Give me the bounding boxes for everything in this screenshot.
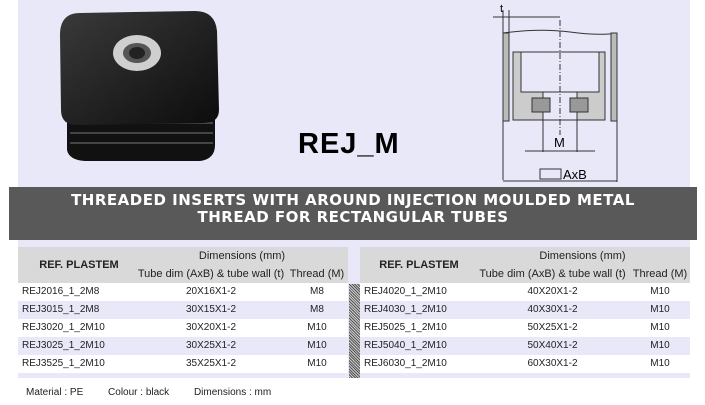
banner-line-2: THREAD FOR RECTANGULAR TUBES	[197, 208, 509, 226]
tube-cell: 50X40X1-2	[527, 340, 578, 351]
footer-info: Material : PE Colour : black Dimensions …	[26, 387, 293, 398]
thread-cell: M10	[650, 340, 670, 351]
thread-cell: M10	[650, 322, 670, 333]
table-row: REJ3015_1_2M8 30X15X1-2 M8	[18, 301, 348, 319]
ref-header: REF. PLASTEM	[379, 259, 459, 271]
product-code-title: REJ_M	[298, 128, 400, 160]
ref-cell: REJ3015_1_2M8	[22, 304, 100, 315]
thread-cell: M8	[310, 286, 324, 297]
ref-cell: REJ2016_1_2M8	[22, 286, 100, 297]
dimensions-header: Dimensions (mm)	[198, 250, 286, 262]
table-row: REJ3025_1_2M10 30X25X1-2 M10	[18, 337, 348, 355]
table-row: REJ6030_1_2M10 60X30X1-2 M10	[360, 355, 690, 373]
tube-cell: 30X25X1-2	[185, 340, 237, 351]
table-row: REJ4020_1_2M10 40X20X1-2 M10	[360, 283, 690, 301]
ref-cell: REJ6030_1_2M10	[364, 358, 447, 369]
table-row: REJ3525_1_2M10 35X25X1-2 M10	[18, 355, 348, 373]
material-text: Material : PE	[26, 387, 84, 398]
ref-cell: REJ4020_1_2M10	[364, 286, 447, 297]
table-row: REJ2016_1_2M8 20X16X1-2 M8	[18, 283, 348, 301]
ref-cell: REJ5040_1_2M10	[364, 340, 447, 351]
ref-cell: REJ3025_1_2M10	[22, 340, 105, 351]
product-photo	[60, 11, 219, 161]
thread-header: Thread (M)	[632, 268, 688, 280]
thread-cell: M10	[650, 286, 670, 297]
table-body: REJ4020_1_2M10 40X20X1-2 M10 REJ4030_1_2…	[360, 283, 690, 373]
colour-text: Colour : black	[108, 387, 170, 398]
thread-header: Thread (M)	[289, 268, 345, 280]
title-banner: THREADED INSERTS WITH AROUND INJECTION M…	[9, 187, 697, 240]
tube-cell: 40X30X1-2	[527, 304, 578, 315]
tube-cell: 60X30X1-2	[527, 358, 578, 369]
table-header: REF. PLASTEM Dimensions (mm) Tube dim (A…	[18, 247, 348, 283]
thread-cell: M10	[307, 322, 327, 333]
m-label: M	[554, 135, 565, 150]
table-row: REJ4030_1_2M10 40X30X1-2 M10	[360, 301, 690, 319]
ref-cell: REJ3020_1_2M10	[22, 322, 105, 333]
t-label: t	[500, 3, 503, 15]
axb-label: AxB	[563, 167, 587, 182]
tube-cell: 40X20X1-2	[527, 286, 578, 297]
banner-line-1: THREADED INSERTS WITH AROUND INJECTION M…	[71, 191, 635, 209]
tube-header: Tube dim (AxB) & tube wall (t)	[479, 268, 626, 280]
table-row: REJ5040_1_2M10 50X40X1-2 M10	[360, 337, 690, 355]
table-header: REF. PLASTEM Dimensions (mm) Tube dim (A…	[360, 247, 690, 283]
thread-cell: M10	[650, 304, 670, 315]
thread-cell: M10	[307, 340, 327, 351]
tube-cell: 50X25X1-2	[527, 322, 578, 333]
tube-header: Tube dim (AxB) & tube wall (t)	[137, 268, 285, 280]
product-table-left: REF. PLASTEM Dimensions (mm) Tube dim (A…	[18, 247, 348, 373]
technical-drawing: t M AxB	[493, 3, 618, 182]
table-row: REJ3020_1_2M10 30X20X1-2 M10	[18, 319, 348, 337]
product-table-right: REF. PLASTEM Dimensions (mm) Tube dim (A…	[360, 247, 690, 373]
ref-header: REF. PLASTEM	[39, 259, 119, 271]
ref-cell: REJ5025_1_2M10	[364, 322, 447, 333]
dimensions-header: Dimensions (mm)	[539, 250, 626, 262]
thread-cell: M10	[307, 358, 327, 369]
tube-cell: 20X16X1-2	[185, 286, 237, 297]
table-divider	[349, 284, 360, 378]
table-body: REJ2016_1_2M8 20X16X1-2 M8 REJ3015_1_2M8…	[18, 283, 348, 373]
ref-cell: REJ3525_1_2M10	[22, 358, 105, 369]
thread-cell: M8	[310, 304, 324, 315]
thread-cell: M10	[650, 358, 670, 369]
table-row: REJ5025_1_2M10 50X25X1-2 M10	[360, 319, 690, 337]
tube-cell: 30X20X1-2	[185, 322, 237, 333]
tube-cell: 35X25X1-2	[185, 358, 237, 369]
ref-cell: REJ4030_1_2M10	[364, 304, 447, 315]
dimensions-text: Dimensions : mm	[193, 387, 272, 398]
tube-cell: 30X15X1-2	[185, 304, 237, 315]
